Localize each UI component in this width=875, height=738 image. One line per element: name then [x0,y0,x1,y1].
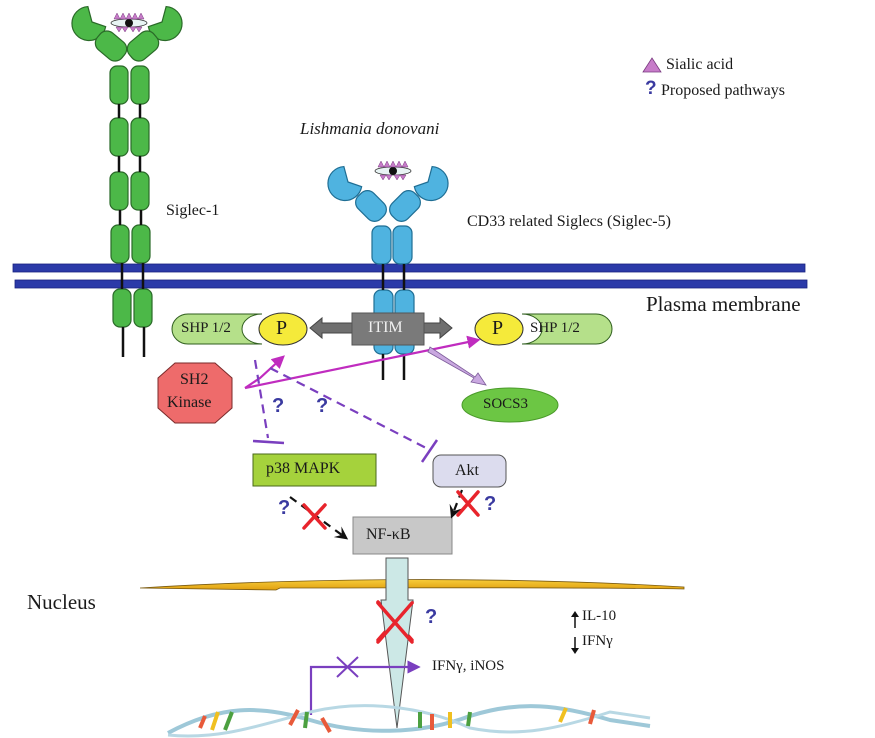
plasma-membrane-label: Plasma membrane [646,292,801,316]
nfkb-block-x-icon [376,601,414,644]
akt-box [432,454,507,488]
question-mark-icon: ? [272,395,285,417]
question-mark-icon: ? [425,606,438,628]
sialic-acid-triangle-icon [642,57,662,73]
p-right-label: P [492,317,504,339]
p-left-circle [258,312,308,346]
nfkb-translocation-arrow [380,557,414,729]
legend-proposed-pathways-label: Proposed pathways [661,82,785,99]
kinase-label: Kinase [167,394,212,411]
itim-label: ITIM [368,319,403,336]
inhibition-dashed-lines [253,359,431,451]
siglec-5-label: CD33 related Siglecs (Siglec-5) [467,213,671,230]
pathogen-label: Lishmania donovani [300,119,440,138]
siglec-1-linkers [117,104,146,357]
nfkb-label: NF-κB [366,526,411,543]
il10-up-arrow-icon [571,611,579,628]
legend-sialic-acid-label: Sialic acid [666,56,734,73]
shp-right-shape [521,313,613,345]
plasma-membrane [12,263,808,289]
il10-label: IL-10 [582,608,617,624]
sh2-activation-arrows [244,335,481,390]
siglec-1-receptor [71,5,183,328]
inhibition-bars [252,439,439,463]
sh2-label: SH2 [180,371,209,388]
itim-box [351,312,425,346]
akt-label: Akt [455,462,479,479]
nfkb-box [352,516,453,555]
dna-helix [167,704,651,738]
question-mark-icon: ? [278,497,291,519]
ifng-inos-label: IFNγ, iNOS [432,658,505,674]
siglec-5-linkers [381,264,406,380]
shp-left-shape [171,313,263,345]
ifng-down-label: IFNγ [582,633,613,649]
p38-mapk-label: p38 MAPK [266,460,341,477]
ifng-down-arrow-icon [571,637,579,654]
question-mark-icon: ? [484,493,497,515]
nucleus-label: Nucleus [27,590,96,614]
p38-mapk-box [252,453,377,487]
question-mark-icon: ? [645,78,657,99]
parasite-sialic-acid-icon [110,12,148,33]
parasite-sialic-acid-icon [374,160,412,181]
p-left-label: P [276,317,288,339]
socs3-label: SOCS3 [483,396,529,412]
nuclear-envelope [139,579,685,591]
sh2-kinase-shape [157,362,233,424]
p-right-circle [474,312,524,346]
question-mark-icon: ? [316,395,329,417]
socs3-shape [461,387,559,423]
transcription-block-x-icon [336,656,359,678]
shp-left-label: SHP 1/2 [181,320,231,336]
socs3-arrow [427,346,487,386]
siglec-1-label: Siglec-1 [166,202,220,219]
shp-right-label: SHP 1/2 [530,320,580,336]
transcription-arrow [309,660,421,715]
